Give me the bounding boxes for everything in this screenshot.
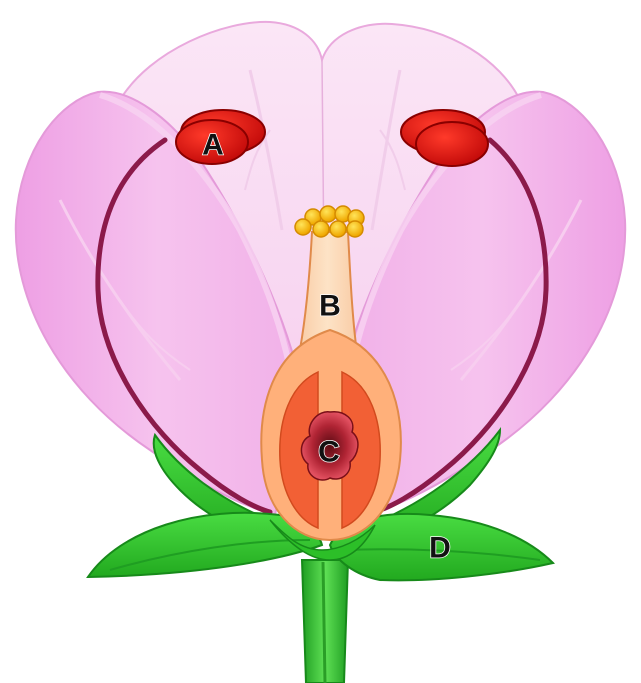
- label-a: A: [202, 129, 224, 162]
- label-b: B: [319, 290, 341, 323]
- label-d: D: [429, 532, 451, 565]
- stem: [302, 560, 348, 683]
- label-c: C: [318, 436, 340, 469]
